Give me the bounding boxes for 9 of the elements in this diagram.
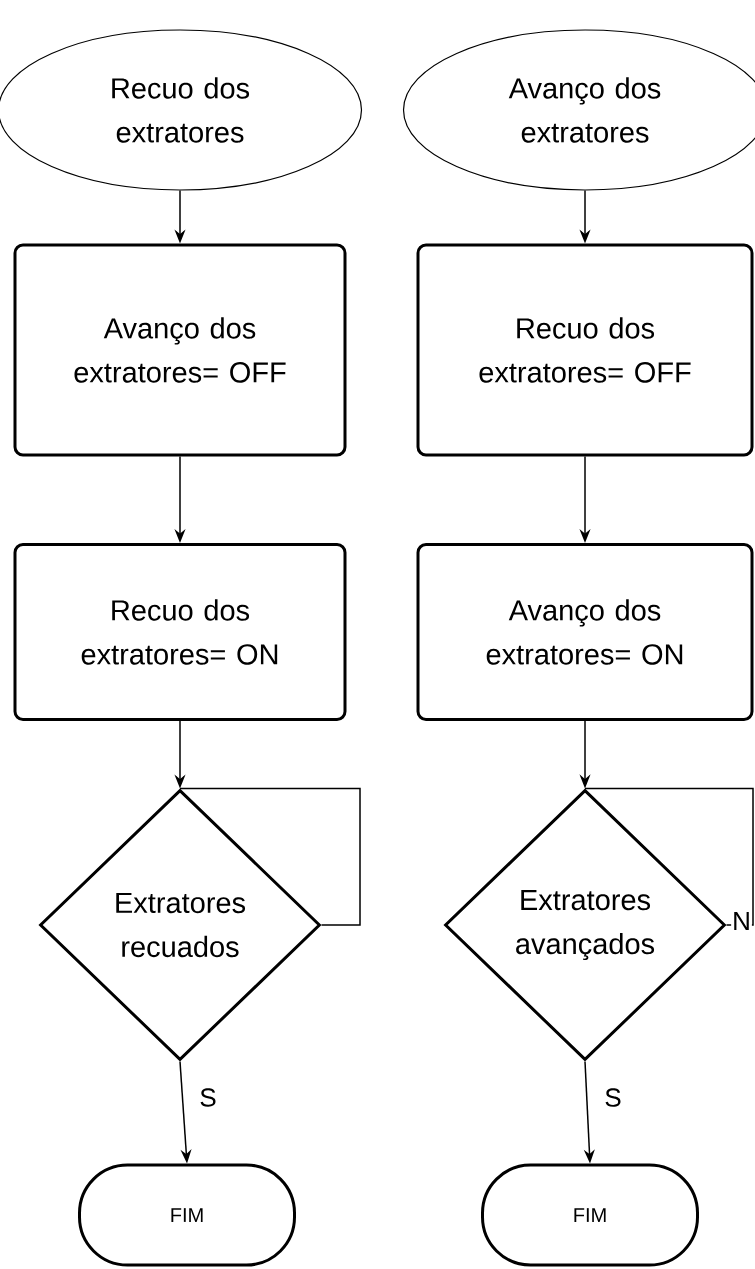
process-box: Avanço dos extratores= OFF bbox=[13, 243, 347, 457]
process-box: Recuo dos extratores= ON bbox=[13, 543, 347, 721]
edge-label: S bbox=[198, 1087, 218, 1108]
end-terminator: FIM bbox=[481, 1163, 699, 1267]
end-terminator: FIM bbox=[78, 1163, 296, 1267]
process-box: Avanço dos extratores= ON bbox=[416, 543, 754, 721]
edge-label: S bbox=[603, 1087, 623, 1108]
process-box: Recuo dos extratores= OFF bbox=[416, 243, 754, 457]
edge-label: N bbox=[731, 911, 752, 931]
